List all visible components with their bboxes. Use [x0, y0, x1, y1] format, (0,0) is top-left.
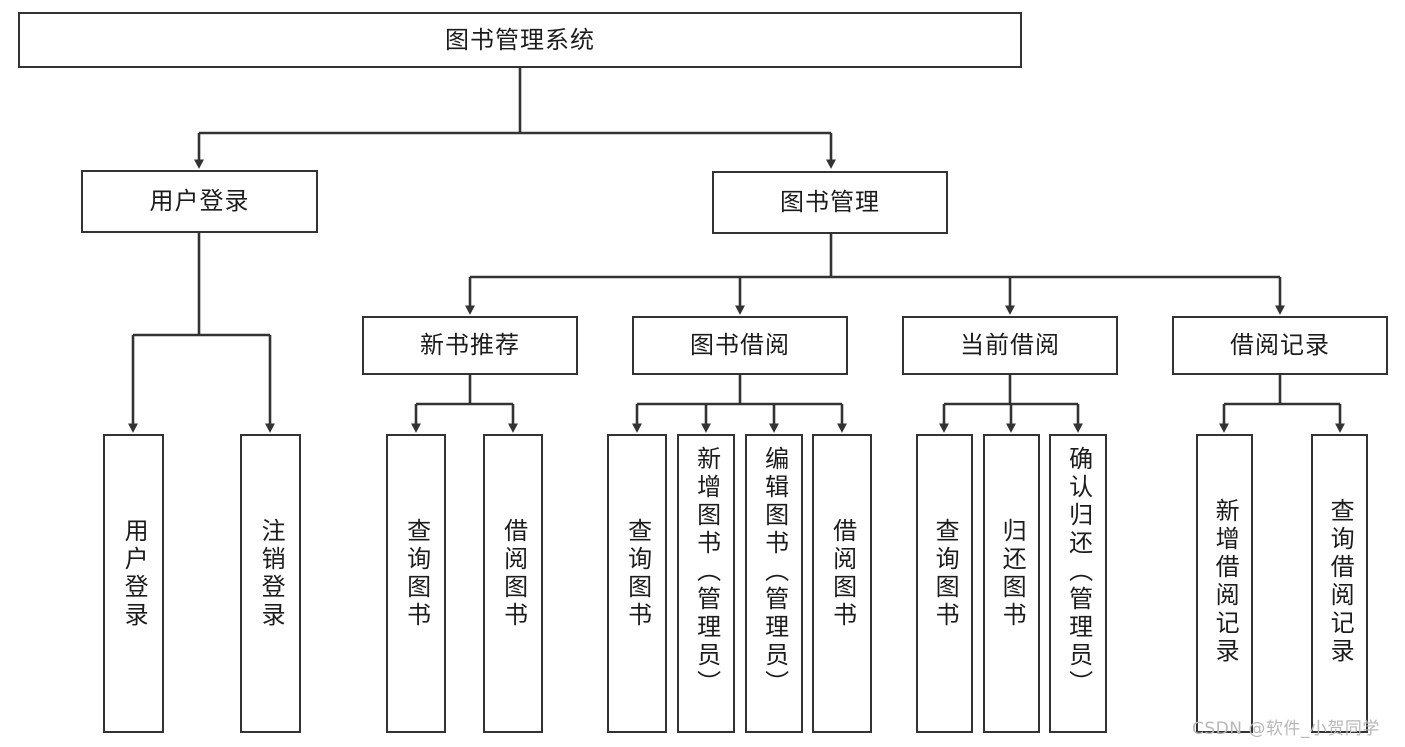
node-book-borrow-label: 图书借阅 — [690, 331, 790, 360]
node-new-book-recommend[interactable]: 新书推荐 — [362, 316, 578, 375]
leaf-add-record-label: 新增借阅记录 — [1211, 498, 1240, 666]
leaf-query-book-1[interactable]: 查询图书 — [386, 434, 446, 733]
leaf-query-book-2[interactable]: 查询图书 — [607, 434, 667, 733]
leaf-logout-login[interactable]: 注销登录 — [240, 434, 301, 733]
leaf-return-book[interactable]: 归还图书 — [983, 434, 1040, 733]
leaf-borrow-book-1[interactable]: 借阅图书 — [483, 434, 543, 733]
leaf-confirm-return-label: 确认归还（管理员） — [1064, 446, 1093, 698]
node-borrow-record[interactable]: 借阅记录 — [1172, 316, 1388, 375]
node-root-label: 图书管理系统 — [445, 25, 595, 54]
node-book-manage[interactable]: 图书管理 — [712, 171, 948, 234]
leaf-return-book-label: 归还图书 — [998, 518, 1027, 630]
node-root[interactable]: 图书管理系统 — [18, 12, 1022, 68]
leaf-query-book-2-label: 查询图书 — [623, 518, 652, 630]
leaf-query-record[interactable]: 查询借阅记录 — [1311, 434, 1368, 733]
leaf-confirm-return[interactable]: 确认归还（管理员） — [1049, 434, 1107, 733]
leaf-edit-book[interactable]: 编辑图书（管理员） — [745, 434, 803, 733]
leaf-user-login[interactable]: 用户登录 — [103, 434, 164, 733]
leaf-edit-book-label: 编辑图书（管理员） — [760, 446, 789, 698]
leaf-add-record[interactable]: 新增借阅记录 — [1196, 434, 1253, 733]
node-borrow-record-label: 借阅记录 — [1230, 331, 1330, 360]
leaf-borrow-book-2-label: 借阅图书 — [828, 518, 857, 630]
node-user-login[interactable]: 用户登录 — [81, 170, 318, 233]
leaf-add-book-label: 新增图书（管理员） — [692, 446, 721, 698]
watermark: CSDN @软件_小贺同学 — [1192, 719, 1380, 739]
node-book-manage-label: 图书管理 — [780, 188, 880, 217]
leaf-query-book-3-label: 查询图书 — [931, 518, 960, 630]
node-current-borrow-label: 当前借阅 — [960, 331, 1060, 360]
leaf-query-record-label: 查询借阅记录 — [1326, 498, 1355, 666]
leaf-borrow-book-2[interactable]: 借阅图书 — [812, 434, 872, 733]
leaf-add-book[interactable]: 新增图书（管理员） — [677, 434, 735, 733]
leaf-user-login-label: 用户登录 — [120, 518, 149, 630]
leaf-query-book-1-label: 查询图书 — [402, 518, 431, 630]
leaf-logout-login-label: 注销登录 — [257, 518, 286, 630]
node-current-borrow[interactable]: 当前借阅 — [902, 316, 1118, 375]
node-user-login-label: 用户登录 — [149, 187, 250, 216]
leaf-borrow-book-1-label: 借阅图书 — [499, 518, 528, 630]
node-new-book-recommend-label: 新书推荐 — [420, 331, 520, 360]
node-book-borrow[interactable]: 图书借阅 — [632, 316, 848, 375]
leaf-query-book-3[interactable]: 查询图书 — [916, 434, 973, 733]
